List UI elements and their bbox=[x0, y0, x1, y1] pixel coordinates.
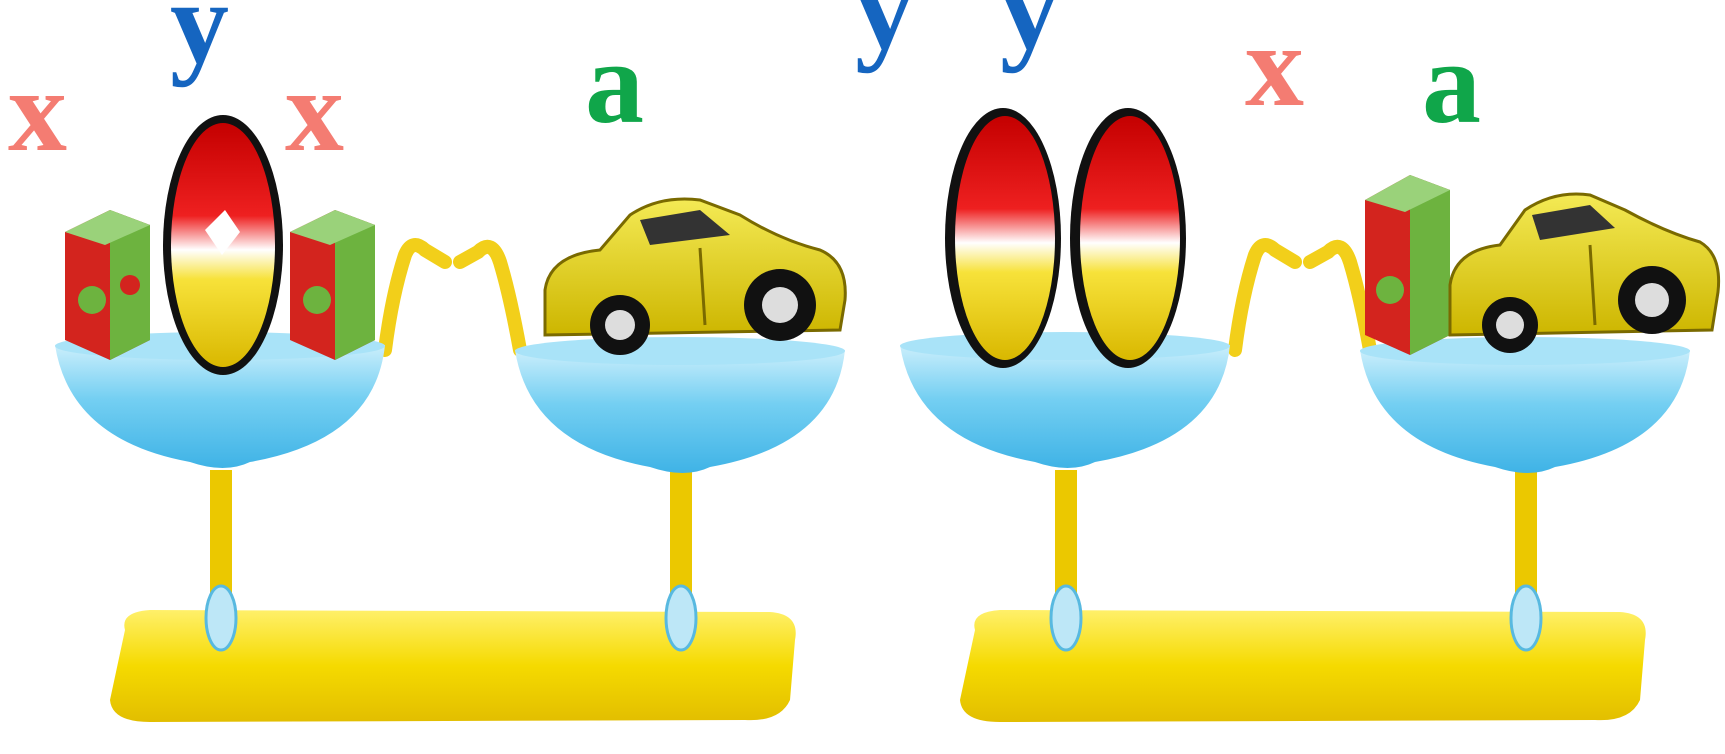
left-arm-hook bbox=[1228, 238, 1302, 357]
box-x-icon bbox=[65, 210, 150, 360]
label-a: a bbox=[585, 17, 644, 148]
left-arm-hook bbox=[378, 238, 452, 357]
right-post-joint bbox=[664, 584, 698, 652]
label-y: y bbox=[855, 0, 914, 74]
left-pan bbox=[55, 342, 385, 468]
right-post-joint bbox=[1509, 584, 1543, 652]
ball-y-icon bbox=[945, 108, 1061, 368]
label-y: y bbox=[1000, 0, 1059, 74]
left-post-joint bbox=[1049, 584, 1083, 652]
car-a-icon bbox=[1448, 192, 1721, 353]
box-x-icon bbox=[1365, 175, 1450, 355]
label-x: x bbox=[8, 45, 67, 176]
left-post-joint bbox=[204, 584, 238, 652]
box-x-icon bbox=[290, 210, 375, 360]
car-a-icon bbox=[543, 197, 847, 355]
label-a: a bbox=[1422, 17, 1481, 148]
ball-y-icon bbox=[1070, 108, 1186, 368]
right-pan bbox=[1360, 347, 1690, 473]
label-x: x bbox=[1245, 0, 1304, 131]
left-pan bbox=[900, 342, 1230, 468]
scale-1 bbox=[55, 115, 847, 722]
scale-base bbox=[960, 610, 1646, 722]
label-y: y bbox=[170, 0, 229, 88]
right-arm-hook bbox=[453, 239, 527, 357]
ball-y-icon bbox=[163, 115, 283, 375]
right-arm-hook bbox=[1303, 239, 1377, 357]
scale-2 bbox=[900, 108, 1721, 722]
label-x: x bbox=[285, 45, 344, 176]
scale-base bbox=[110, 610, 796, 722]
right-pan bbox=[515, 347, 845, 473]
